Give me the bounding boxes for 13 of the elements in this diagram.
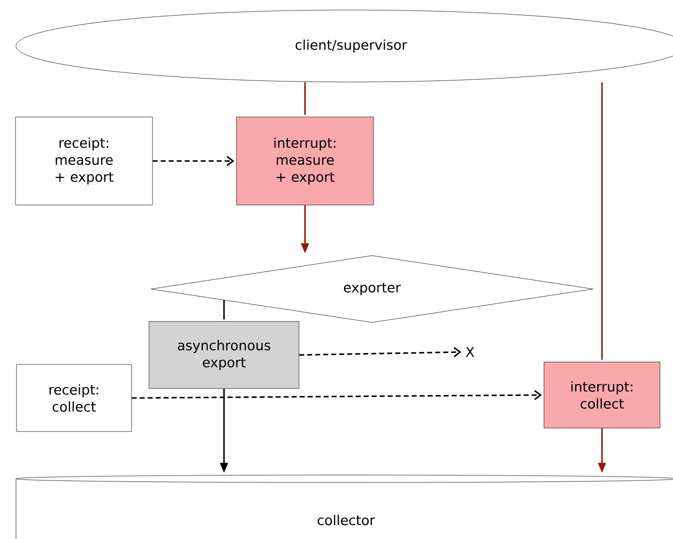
process-box: receipt: collect <box>16 364 132 432</box>
terminal-label: X <box>464 346 476 358</box>
process-box: asynchronous export <box>148 321 300 389</box>
process-box: interrupt: collect <box>544 362 660 428</box>
connector-line <box>223 300 225 320</box>
connector-line <box>601 82 603 360</box>
connector-line <box>304 82 306 115</box>
process-box: receipt: measure + export <box>15 116 153 206</box>
arrow <box>299 347 462 358</box>
process-box: interrupt: measure + export <box>236 116 374 206</box>
arrow <box>132 390 542 400</box>
cylinder: collector <box>16 474 673 539</box>
arrow <box>152 156 234 166</box>
